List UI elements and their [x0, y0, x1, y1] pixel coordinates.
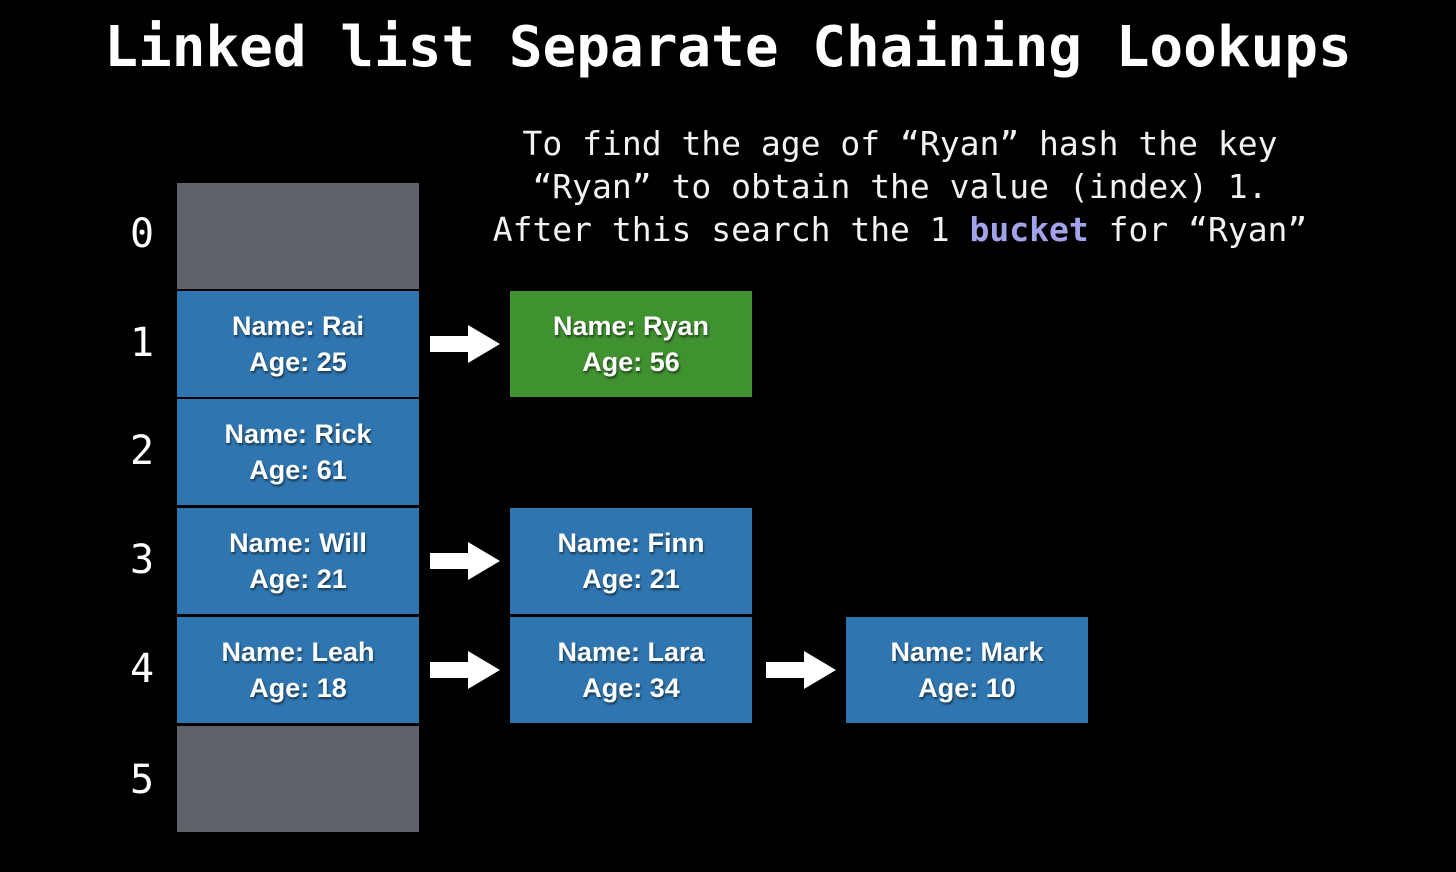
- bucket-3-node-0[interactable]: Name: Will Age: 21: [177, 508, 419, 614]
- node-name: Name: Will: [229, 528, 367, 558]
- index-label-1: 1: [129, 320, 155, 366]
- bucket-0-slot[interactable]: [177, 183, 419, 289]
- bucket-3-node-1[interactable]: Name: Finn Age: 21: [510, 508, 752, 614]
- index-label-5: 5: [129, 757, 155, 803]
- node-age: Age: 21: [249, 564, 347, 594]
- node-name: Name: Rai: [231, 311, 365, 341]
- description-line-1: To find the age of “Ryan” hash the key: [522, 124, 1278, 163]
- bucket-4-node-2[interactable]: Name: Mark Age: 10: [846, 617, 1088, 723]
- description-line-3: After this search the 1 bucket for “Ryan…: [400, 208, 1400, 251]
- description-line-3-prefix: After this search the 1: [492, 210, 970, 249]
- index-label-3: 3: [129, 537, 155, 583]
- description-line-3-suffix: for “Ryan”: [1088, 210, 1308, 249]
- index-label-2: 2: [129, 428, 155, 474]
- index-label-4: 4: [129, 646, 155, 692]
- node-age: Age: 56: [582, 347, 680, 377]
- page-title: Linked list Separate Chaining Lookups: [104, 15, 1352, 80]
- bucket-1-node-0[interactable]: Name: Rai Age: 25: [177, 291, 419, 397]
- node-age: Age: 34: [582, 673, 680, 703]
- node-name: Name: Ryan: [552, 311, 710, 341]
- bucket-4-node-0[interactable]: Name: Leah Age: 18: [177, 617, 419, 723]
- node-name: Name: Rick: [224, 419, 372, 449]
- node-age: Age: 10: [918, 673, 1016, 703]
- node-name: Name: Lara: [557, 637, 705, 667]
- node-name: Name: Finn: [557, 528, 705, 558]
- arrow-right-icon: [766, 649, 836, 691]
- arrow-right-icon: [430, 540, 500, 582]
- node-age: Age: 18: [249, 673, 347, 703]
- bucket-1-node-1-found[interactable]: Name: Ryan Age: 56: [510, 291, 752, 397]
- keyword-bucket: bucket: [969, 210, 1089, 249]
- arrow-right-icon: [430, 323, 500, 365]
- node-name: Name: Leah: [221, 637, 375, 667]
- node-age: Age: 25: [249, 347, 347, 377]
- node-age: Age: 21: [582, 564, 680, 594]
- bucket-5-slot[interactable]: [177, 726, 419, 832]
- node-name: Name: Mark: [890, 637, 1044, 667]
- bucket-2-node-0[interactable]: Name: Rick Age: 61: [177, 399, 419, 505]
- description-line-2: “Ryan” to obtain the value (index) 1.: [532, 167, 1268, 206]
- description-text: To find the age of “Ryan” hash the key “…: [400, 122, 1400, 251]
- index-label-0: 0: [129, 211, 155, 257]
- bucket-4-node-1[interactable]: Name: Lara Age: 34: [510, 617, 752, 723]
- arrow-right-icon: [430, 649, 500, 691]
- node-age: Age: 61: [249, 455, 347, 485]
